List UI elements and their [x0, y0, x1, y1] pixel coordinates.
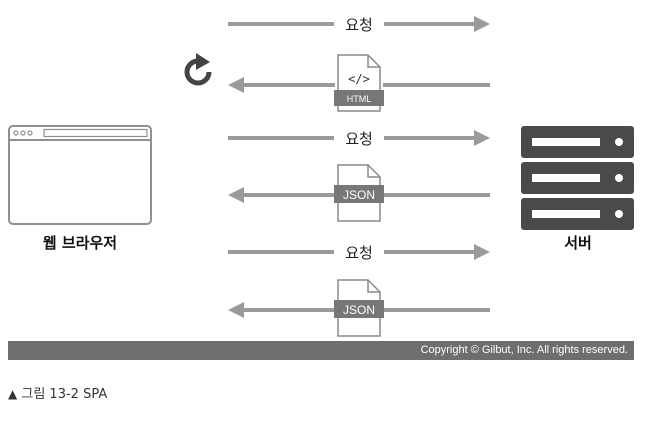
request-arrow: 요청 [228, 16, 490, 34]
document-label: JSON [343, 303, 375, 317]
figure-caption: ▲ 그림 13-2 SPA [8, 383, 107, 402]
response-arrow: </> HTML [228, 54, 490, 112]
request-arrow: 요청 [228, 244, 490, 262]
document-label: HTML [347, 94, 372, 104]
copyright-bar: Copyright © Gilbut, Inc. All rights rese… [8, 341, 634, 360]
request-label: 요청 [345, 130, 373, 148]
request-arrow: 요청 [228, 130, 490, 148]
message-arrows: 요청 </> HTML 요청 JSON 요청 JSON [228, 16, 490, 337]
client-label: 웹 브라우저 [43, 234, 117, 252]
browser-window-icon [8, 125, 152, 225]
refresh-icon [184, 53, 212, 86]
response-arrow: JSON [228, 279, 490, 337]
server-rack-icon [521, 126, 634, 230]
response-arrow: JSON [228, 164, 490, 222]
document-icon: JSON [334, 164, 384, 222]
request-label: 요청 [345, 244, 373, 262]
request-label: 요청 [345, 16, 373, 34]
document-icon: JSON [334, 279, 384, 337]
spa-diagram: 웹 브라우저 서버 요청 </> HTML 요청 JSON 요청 JSON [8, 16, 634, 337]
document-label: JSON [343, 188, 375, 202]
copyright-text: Copyright © Gilbut, Inc. All rights rese… [420, 344, 628, 356]
code-tag-icon: </> [348, 72, 370, 86]
server-label: 서버 [564, 234, 592, 252]
document-icon: </> HTML [334, 54, 384, 112]
caption-text: 그림 13-2 SPA [21, 387, 108, 402]
caption-triangle-icon: ▲ [8, 387, 18, 401]
